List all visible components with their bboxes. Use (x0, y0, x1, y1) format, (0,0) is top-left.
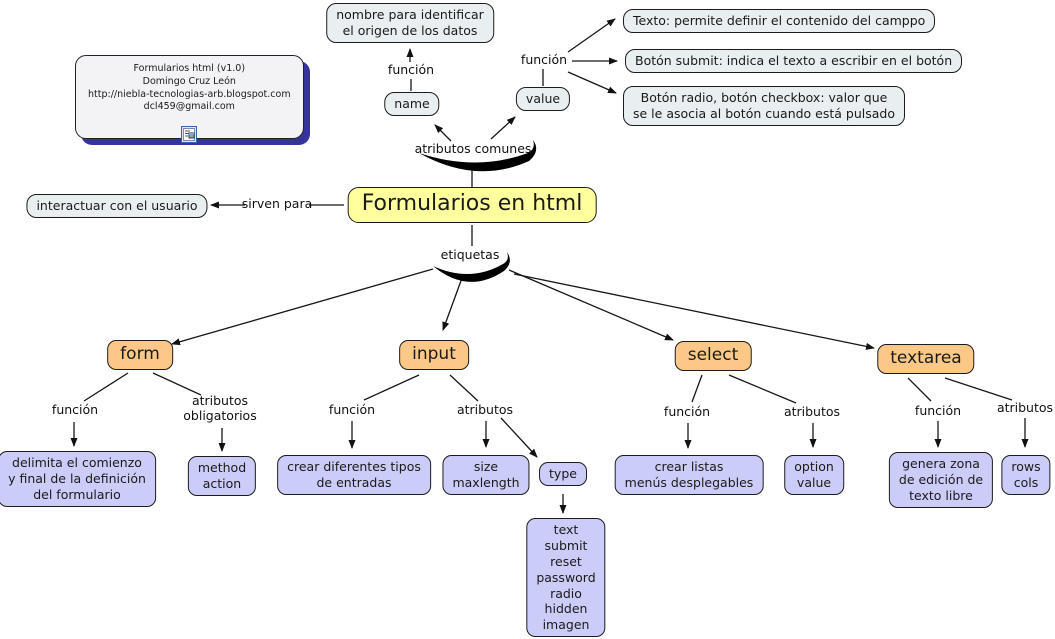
concept-value-texto-desc[interactable]: Texto: permite definir el contenido del … (623, 9, 936, 33)
concept-input-size-maxlength[interactable]: size maxlength (442, 455, 530, 495)
link-label-input-atributos[interactable]: atributos (456, 402, 514, 417)
concept-nombre-origen-datos[interactable]: nombre para identificar el origen de los… (326, 3, 494, 43)
link-label-form-funcion[interactable]: función (51, 402, 99, 417)
concept-name[interactable]: name (384, 92, 440, 116)
credits-box[interactable]: Formularios html (v1.0) Domingo Cruz Leó… (75, 55, 304, 144)
concept-input-type-values[interactable]: text submit reset password radio hidden … (526, 518, 606, 638)
link-label-form-atributos-obligatorios[interactable]: atributos obligatorios (183, 393, 257, 423)
concept-form-method-action[interactable]: method action (187, 456, 257, 496)
topic-formularios-en-html[interactable]: Formularios en html (347, 187, 597, 223)
concept-textarea-rows-cols[interactable]: rows cols (1001, 455, 1051, 495)
tag-input[interactable]: input (399, 340, 469, 370)
link-label-etiquetas[interactable]: etiquetas (440, 247, 500, 262)
tag-form[interactable]: form (107, 340, 173, 370)
concept-input-funcion-desc[interactable]: crear diferentes tipos de entradas (277, 455, 431, 495)
concept-value-submit-desc[interactable]: Botón submit: indica el texto a escribir… (625, 49, 963, 73)
link-label-input-funcion[interactable]: función (328, 402, 376, 417)
link-label-funcion-value[interactable]: función (520, 52, 568, 67)
concept-value-radio-desc[interactable]: Botón radio, botón checkbox: valor que s… (623, 86, 905, 126)
link-label-sirven-para[interactable]: sirven para (241, 196, 313, 211)
link-label-select-atributos[interactable]: atributos (783, 404, 841, 419)
concept-select-option-value[interactable]: option value (784, 455, 844, 495)
link-label-atributos-comunes[interactable]: atributos comunes (414, 141, 532, 156)
tag-select[interactable]: select (674, 341, 752, 371)
concept-select-funcion-desc[interactable]: crear listas menús desplegables (614, 455, 764, 495)
link-label-textarea-funcion[interactable]: función (914, 403, 962, 418)
concept-form-funcion-desc[interactable]: delimita el comienzo y final de la defin… (0, 451, 156, 507)
document-icon[interactable] (181, 113, 198, 148)
link-label-funcion-name[interactable]: función (387, 62, 435, 77)
concept-interactuar-usuario[interactable]: interactuar con el usuario (26, 194, 208, 218)
concept-value[interactable]: value (515, 87, 571, 111)
concept-input-type[interactable]: type (539, 462, 587, 486)
link-label-textarea-atributos[interactable]: atributos (996, 400, 1054, 415)
link-label-select-funcion[interactable]: función (663, 404, 711, 419)
concept-textarea-funcion-desc[interactable]: genera zona de edición de texto libre (888, 452, 994, 508)
tag-textarea[interactable]: textarea (877, 344, 975, 374)
